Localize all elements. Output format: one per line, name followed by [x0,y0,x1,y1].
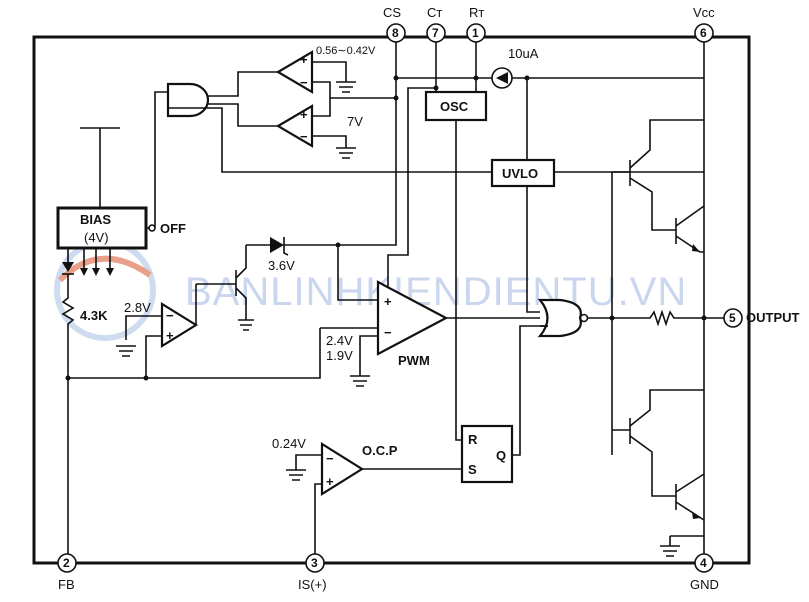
uvlo-label: UVLO [502,166,538,181]
ref-2-8v-label: 2.8V [124,300,151,315]
latch-r-label: R [468,432,478,447]
uvlo-block: UVLO [490,158,556,188]
pin-is: 3 IS(+) [298,553,327,592]
pin-rt-label: Rт [469,5,484,20]
current-source-10ua: 10uA [491,46,539,89]
pin-cs-label: CS [383,5,401,20]
error-amplifier: − + [160,302,199,348]
ground-symbol-cs [336,72,356,93]
feedback-transistor [196,245,254,331]
pin-fb: 2 FB [57,553,77,592]
watermark: BANLINHKIENDIENTU.VN [54,239,687,341]
osc-label: OSC [440,99,469,114]
uvlo-comparator: + − [275,104,314,148]
output-resistor [586,309,724,327]
bias-block: BIAS (4V) [56,206,148,250]
pin-gnd-label: GND [690,577,719,592]
nor-gate [537,298,589,338]
cs-comparator: + − [275,50,314,94]
pin-ct: Cт 7 [426,5,446,43]
bias-voltage-label: (4V) [84,230,109,245]
cs-threshold-label: 0.56∼0.42V [316,45,376,57]
uvlo-comp-plus: + [300,107,308,122]
ocp-minus: − [326,451,334,466]
pin-gnd: 4 GND [690,553,719,592]
pin-fb-number: 2 [63,556,70,570]
uvlo-comp-minus: − [300,129,308,144]
ground-symbol-gnd [660,535,704,557]
pin-rt: Rт 1 [466,5,486,43]
pin-is-number: 3 [311,556,318,570]
ground-symbol-ocp [286,469,306,481]
diode-cluster [62,248,114,276]
err-amp-minus: − [166,308,174,323]
latch-s-label: S [468,462,477,477]
pwm-plus: + [384,294,392,309]
zener-diode: 3.6V [246,237,341,273]
lower-transistor-pair [612,389,705,521]
pwm-minus: − [384,325,392,340]
pwm-label: PWM [398,353,430,368]
rs-latch: R S Q [460,424,514,484]
and-gate [166,82,210,118]
pwm-ref-low-label: 1.9V [326,348,353,363]
watermark-text: BANLINHKIENDIENTU.VN [185,270,687,314]
ocp-label: O.C.P [362,443,398,458]
pin-output: 5 OUTPUT [723,308,800,328]
ocp-comparator: − + O.C.P [320,442,398,496]
bias-label: BIAS [80,212,111,227]
pin-gnd-number: 4 [700,556,707,570]
pin-vcc-number: 6 [700,26,707,40]
cs-comp-minus: − [300,75,308,90]
ground-symbol-pwm [350,375,370,387]
upper-transistor-pair [611,119,705,455]
ground-symbol-7v [336,138,356,159]
pin-fb-label: FB [58,577,75,592]
pin-ct-label: Cт [427,5,442,20]
pin-output-label: OUTPUT [746,310,800,325]
ground-symbol-err [116,345,136,357]
ocp-ref-label: 0.24V [272,436,306,451]
cs-comp-plus: + [300,52,308,67]
zener-label: 3.6V [268,258,295,273]
pin-is-label: IS(+) [298,577,327,592]
pin-rt-number: 1 [472,26,479,40]
pin-vcc: Vcc 6 [693,5,715,43]
err-amp-plus: + [166,328,174,343]
pin-output-number: 5 [729,311,736,325]
resistor-label: 4.3K [80,308,108,323]
current-source-label: 10uA [508,46,539,61]
pwm-ref-high-label: 2.4V [326,333,353,348]
pin-ct-number: 7 [432,26,439,40]
pwm-comparator: + − PWM [376,280,449,368]
pin-cs-number: 8 [392,26,399,40]
resistor-4-3k: 4.3K [61,274,108,378]
latch-q-label: Q [496,448,506,463]
pin-vcc-label: Vcc [693,5,715,20]
off-label: OFF [160,221,186,236]
osc-block: OSC [424,90,488,122]
ocp-plus: + [326,474,334,489]
ref-7v-label: 7V [347,114,363,129]
